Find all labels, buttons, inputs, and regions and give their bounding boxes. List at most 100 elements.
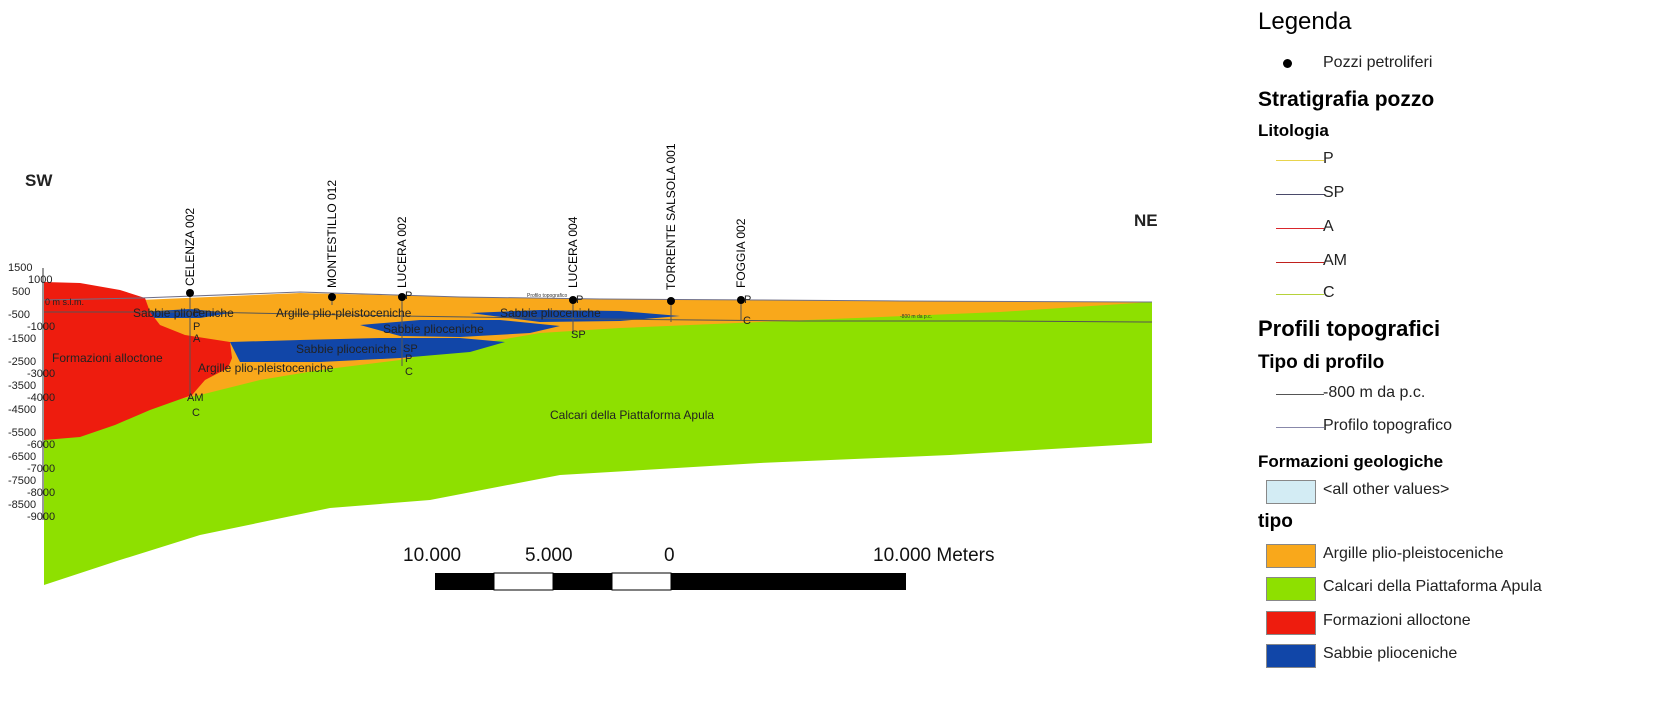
depth-tick: -6000 — [27, 439, 55, 451]
legend-item-label: Sabbie plioceniche — [1323, 645, 1458, 662]
legend-item-calcari: Calcari della Piattaforma Apula — [1258, 574, 1668, 604]
scale-bar — [435, 572, 906, 591]
celenza-code-3: A — [193, 333, 201, 345]
label-sabbie-3: Sabbie plioceniche — [383, 322, 484, 336]
legend-tipo-heading: tipo — [1258, 511, 1293, 532]
depth-tick: -6500 — [8, 451, 36, 463]
depth-tick: -3000 — [27, 368, 55, 380]
salsola-well-dot — [667, 297, 675, 305]
scale-seg — [611, 572, 672, 591]
foggia-code-2: C — [743, 315, 751, 327]
line-symbol-icon — [1276, 228, 1324, 229]
swatch-icon — [1266, 480, 1316, 504]
depth-tick: 500 — [12, 286, 30, 298]
legend-item-label: Argille plio-pleistoceniche — [1323, 545, 1504, 562]
geologic-cross-section: CELENZA 002 MONTESTILLO 012 LUCERA 002 L… — [8, 143, 1158, 591]
legend-item-alloctone: Formazioni alloctone — [1258, 608, 1668, 638]
legend-item-lito-a: A — [1258, 214, 1668, 244]
ne-label: NE — [1134, 211, 1158, 230]
legend-item-label: <all other values> — [1323, 481, 1450, 498]
calcari-body — [44, 300, 1152, 585]
depth-tick: -500 — [8, 309, 30, 321]
line-symbol-icon — [1276, 262, 1324, 263]
lucera002-code-2: SP — [403, 343, 418, 355]
legend-item-label: Formazioni alloctone — [1323, 612, 1471, 629]
legend-item-lito-sp: SP — [1258, 180, 1668, 210]
legend-form-heading: Formazioni geologiche — [1258, 452, 1444, 471]
scale-label: 10.000 — [403, 545, 461, 566]
legend-item-label: AM — [1323, 252, 1347, 269]
line-symbol-icon — [1276, 160, 1324, 161]
depth-tick: -8000 — [27, 487, 55, 499]
label-argille-1: Argille plio-pleistoceniche — [276, 306, 412, 320]
label-sabbie-1: Sabbie plioceniche — [133, 306, 234, 320]
well-dots — [186, 289, 745, 305]
legend-item-label: C — [1323, 284, 1335, 301]
sabbie-lens-2 — [360, 320, 560, 337]
depth-tick: -7000 — [27, 463, 55, 475]
lucera002-code-1: P — [405, 290, 412, 302]
label-argille-2: Argille plio-pleistoceniche — [198, 361, 334, 375]
profile-small-label: Profilo topografico — [527, 293, 568, 299]
lucera002-code-3: P — [405, 353, 412, 365]
line-symbol-icon — [1276, 294, 1324, 295]
line-symbol-icon — [1276, 427, 1324, 428]
lucera002-well-dot — [398, 293, 406, 301]
label-calcari: Calcari della Piattaforma Apula — [550, 408, 714, 422]
scale-label: 0 — [664, 545, 675, 566]
celenza-code-1: P — [193, 307, 200, 319]
lucera004-well-dot — [569, 296, 577, 304]
legend-item-label: Pozzi petroliferi — [1323, 54, 1433, 71]
legend-item-label: -800 m da p.c. — [1323, 384, 1426, 401]
legend-item-lito-am: AM — [1258, 248, 1668, 278]
celenza-code-2: P — [193, 321, 200, 333]
swatch-icon — [1266, 544, 1316, 568]
celenza-well-dot — [186, 289, 194, 297]
depth-tick: -7500 — [8, 475, 36, 487]
depth-tick: -2500 — [8, 356, 36, 368]
legend-item-lito-p: P — [1258, 146, 1668, 176]
legend-item-lito-c: C — [1258, 280, 1668, 310]
scale-label: 5.000 — [525, 545, 573, 566]
legend-item-label: Calcari della Piattaforma Apula — [1323, 578, 1542, 595]
well-name-salsola: TORRENTE SALSOLA 001 — [664, 143, 678, 290]
well-name-montestillo: MONTESTILLO 012 — [325, 180, 339, 288]
legend-prof-heading: Profili topografici — [1258, 316, 1441, 341]
sabbie-lens-1 — [230, 338, 505, 362]
swatch-icon — [1266, 611, 1316, 635]
legend-panel: Legenda Pozzi petroliferi Stratigrafia p… — [1258, 0, 1668, 710]
well-name-celenza: CELENZA 002 — [183, 208, 197, 286]
celenza-code-4: AM — [187, 392, 204, 404]
depth-tick: 1000 — [28, 274, 52, 286]
scale-seg — [435, 573, 494, 590]
depth-tick: -1000 — [27, 321, 55, 333]
depth-tick: -9000 — [27, 511, 55, 523]
legend-item-prof-800: -800 m da p.c. — [1258, 380, 1668, 410]
well-dot-icon — [1283, 59, 1292, 68]
legend-item-sabbie: Sabbie plioceniche — [1258, 641, 1668, 671]
legend-item-well: Pozzi petroliferi — [1258, 50, 1668, 80]
foggia-code-1: P — [744, 294, 751, 306]
legend-strat-heading: Stratigrafia pozzo — [1258, 88, 1435, 111]
celenza-code-5: C — [192, 407, 200, 419]
depth-tick: -8500 — [8, 499, 36, 511]
scale-seg — [671, 573, 906, 590]
depth-tick: -4000 — [27, 392, 55, 404]
sw-label: SW — [25, 171, 53, 190]
wells-group — [189, 293, 742, 398]
section-drawing: CELENZA 002 MONTESTILLO 012 LUCERA 002 L… — [8, 143, 1158, 591]
label-sabbie-2: Sabbie plioceniche — [500, 306, 601, 320]
well-name-lucera004: LUCERA 004 — [566, 216, 580, 288]
line-800m — [44, 311, 1153, 323]
legend-item-other-values: <all other values> — [1258, 477, 1668, 507]
lucera002-code-4: C — [405, 366, 413, 378]
profilo-topografico-line — [43, 291, 1153, 303]
legend-item-label: Profilo topografico — [1323, 417, 1452, 434]
scale-seg — [493, 572, 554, 591]
scale-label: 10.000 Meters — [873, 545, 994, 566]
label-sabbie-4: Sabbie plioceniche — [296, 342, 397, 356]
montestillo-well-dot — [328, 293, 336, 301]
depth-tick: -4500 — [8, 404, 36, 416]
alloctone-body — [44, 282, 232, 440]
foggia-well-dot — [737, 296, 745, 304]
